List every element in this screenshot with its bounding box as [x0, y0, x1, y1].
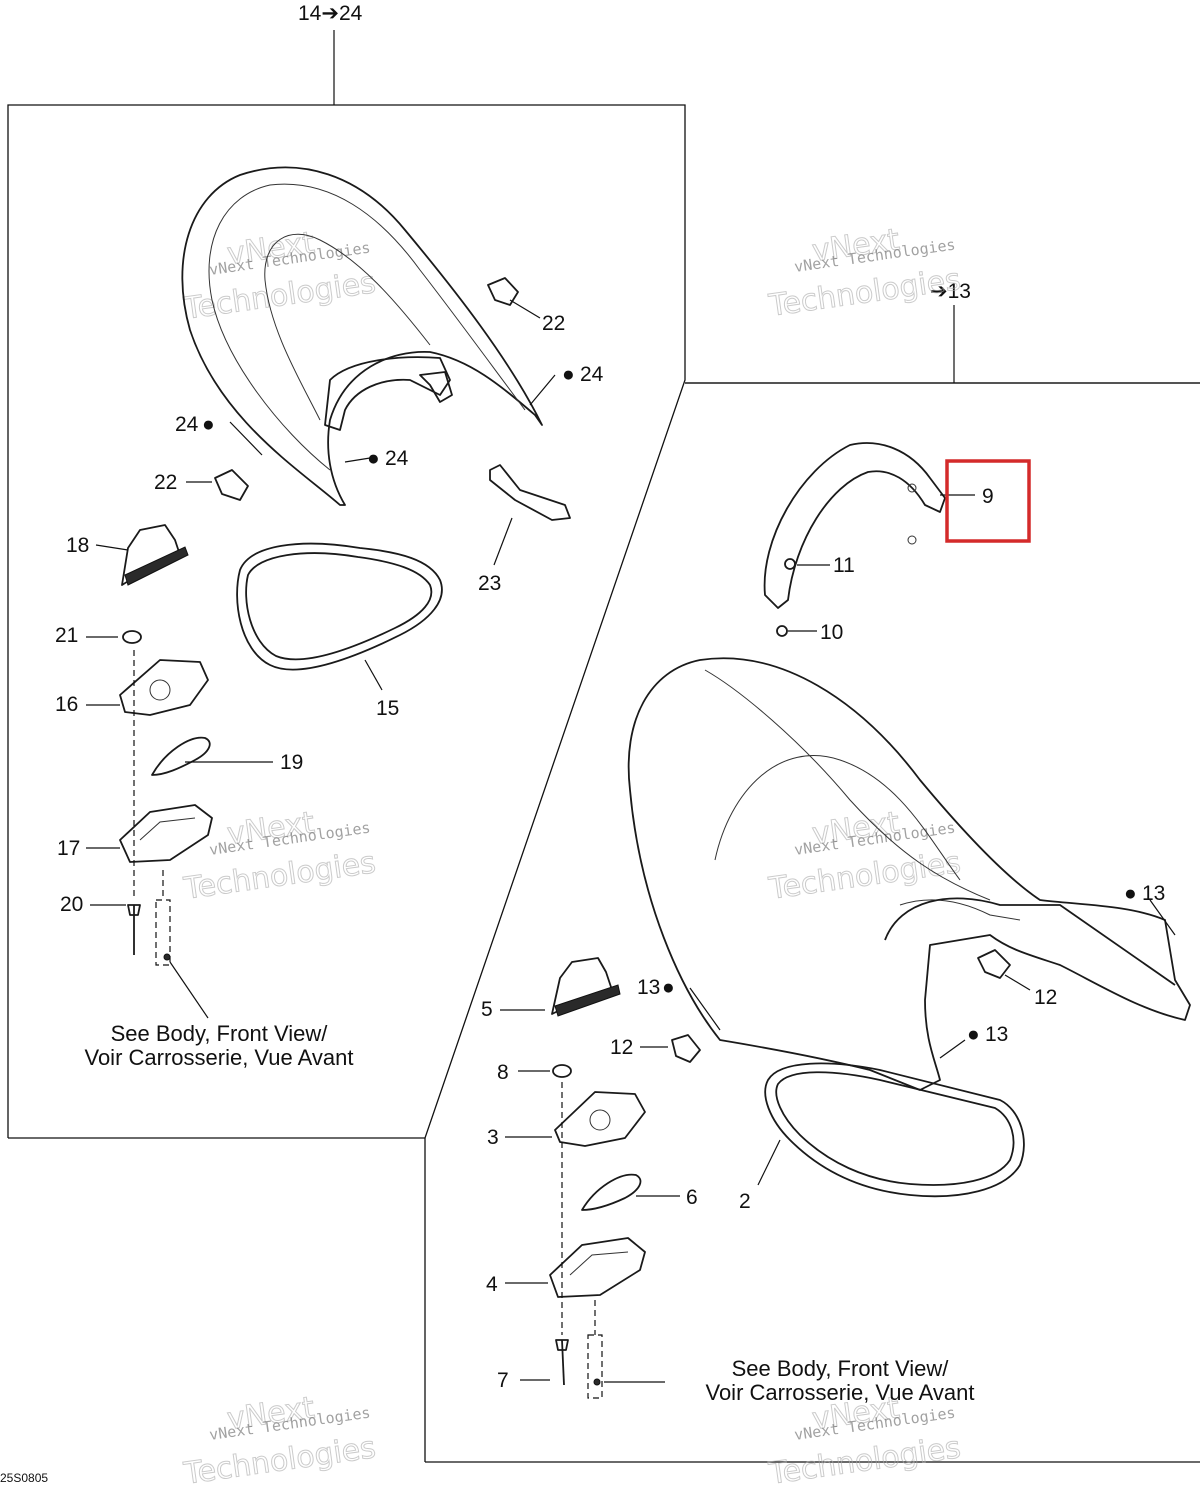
passenger-seat-part: [181, 166, 543, 506]
bracket-3-part: [554, 1091, 646, 1147]
glue-drop-icon: ●: [367, 447, 380, 470]
callout-4: 4: [486, 1273, 498, 1296]
washer-21-part: [122, 630, 142, 644]
grab-handle-9-part: [763, 442, 946, 609]
note-right-line2: Voir Carrosserie, Vue Avant: [705, 1380, 974, 1405]
gasket-6-part: [581, 1173, 642, 1211]
rivet-7-part: [555, 1339, 569, 1386]
callout-6: 6: [686, 1186, 698, 1209]
bumper-22-lower-part: [214, 469, 249, 501]
gasket-19-part: [151, 736, 211, 776]
bracket-16-part: [119, 659, 209, 716]
bumper-12-upper-part: [977, 949, 1011, 979]
callout-23: 23: [478, 572, 501, 595]
leader-lines: [86, 299, 1176, 1383]
callout-24-middle: 24: [385, 447, 409, 470]
latch-5-part: [551, 957, 621, 1017]
glue-drop-icon: ●: [202, 413, 215, 436]
latch-18-part: [121, 524, 189, 586]
callout-13-right: 13: [1142, 882, 1165, 905]
left-group-parts: [119, 166, 571, 966]
callout-11: 11: [833, 554, 855, 577]
callout-21: 21: [55, 624, 78, 647]
callouts: 22 ● 24 24 ● ● 24 22 18 23 21 16 15 19 1…: [55, 312, 1165, 1392]
callout-17: 17: [57, 837, 80, 860]
callout-13-left: 13: [637, 976, 660, 999]
stud-part: [155, 899, 171, 966]
highlight-box-part-9: [945, 459, 1031, 543]
callout-20: 20: [60, 893, 83, 916]
frames: [7, 30, 1200, 1463]
left-group-frame: [7, 104, 686, 1139]
callout-16: 16: [55, 693, 78, 716]
nut-10-part: [776, 625, 788, 637]
callout-2: 2: [739, 1190, 751, 1213]
note-right-line1: See Body, Front View/: [732, 1356, 950, 1381]
watermarks: vNext vNext Technologies Technologies vN…: [181, 222, 964, 1486]
bumper-12-lower-part: [671, 1034, 701, 1063]
callout-10: 10: [820, 621, 843, 644]
callout-22-upper: 22: [542, 312, 565, 335]
seal-15-part: [236, 542, 443, 671]
glue-drop-icon: ●: [662, 976, 675, 999]
glue-drop-icon: ●: [1124, 882, 1137, 905]
top-reference-left: 14➔24: [298, 2, 363, 25]
callout-12-left: 12: [610, 1036, 633, 1059]
bumper-22-upper-part: [487, 277, 519, 306]
callout-3: 3: [487, 1126, 499, 1149]
document-id: 25S0805: [0, 1471, 48, 1485]
callout-24-upper: 24: [580, 363, 604, 386]
callout-19: 19: [280, 751, 303, 774]
latch-base-4-part: [549, 1237, 646, 1298]
seal-2-part: [764, 1062, 1025, 1198]
latch-base-17-part: [119, 804, 213, 863]
callout-22-lower: 22: [154, 471, 177, 494]
callout-24-left: 24: [175, 413, 199, 436]
callout-15: 15: [376, 697, 399, 720]
callout-12-right: 12: [1034, 986, 1057, 1009]
callout-5: 5: [481, 998, 493, 1021]
callout-13-lower: 13: [985, 1023, 1008, 1046]
callout-7: 7: [497, 1369, 509, 1392]
glue-drop-icon: ●: [967, 1023, 980, 1046]
notes: See Body, Front View/ Voir Carrosserie, …: [84, 1021, 974, 1405]
glue-drop-icon: ●: [562, 363, 575, 386]
callout-9: 9: [982, 485, 994, 508]
stud-right-part: [587, 1334, 603, 1399]
rivet-20-part: [127, 904, 141, 955]
washer-11-part: [784, 558, 796, 570]
note-left-line1: See Body, Front View/: [111, 1021, 329, 1046]
strap-23-part: [489, 464, 571, 521]
washer-8-part: [552, 1064, 572, 1078]
callout-18: 18: [66, 534, 89, 557]
callout-8: 8: [497, 1061, 509, 1084]
note-left-line2: Voir Carrosserie, Vue Avant: [84, 1045, 353, 1070]
driver-seat-part: [627, 657, 1191, 1091]
right-group-parts: [549, 442, 1191, 1399]
top-reference-right: ➔13: [930, 280, 971, 303]
